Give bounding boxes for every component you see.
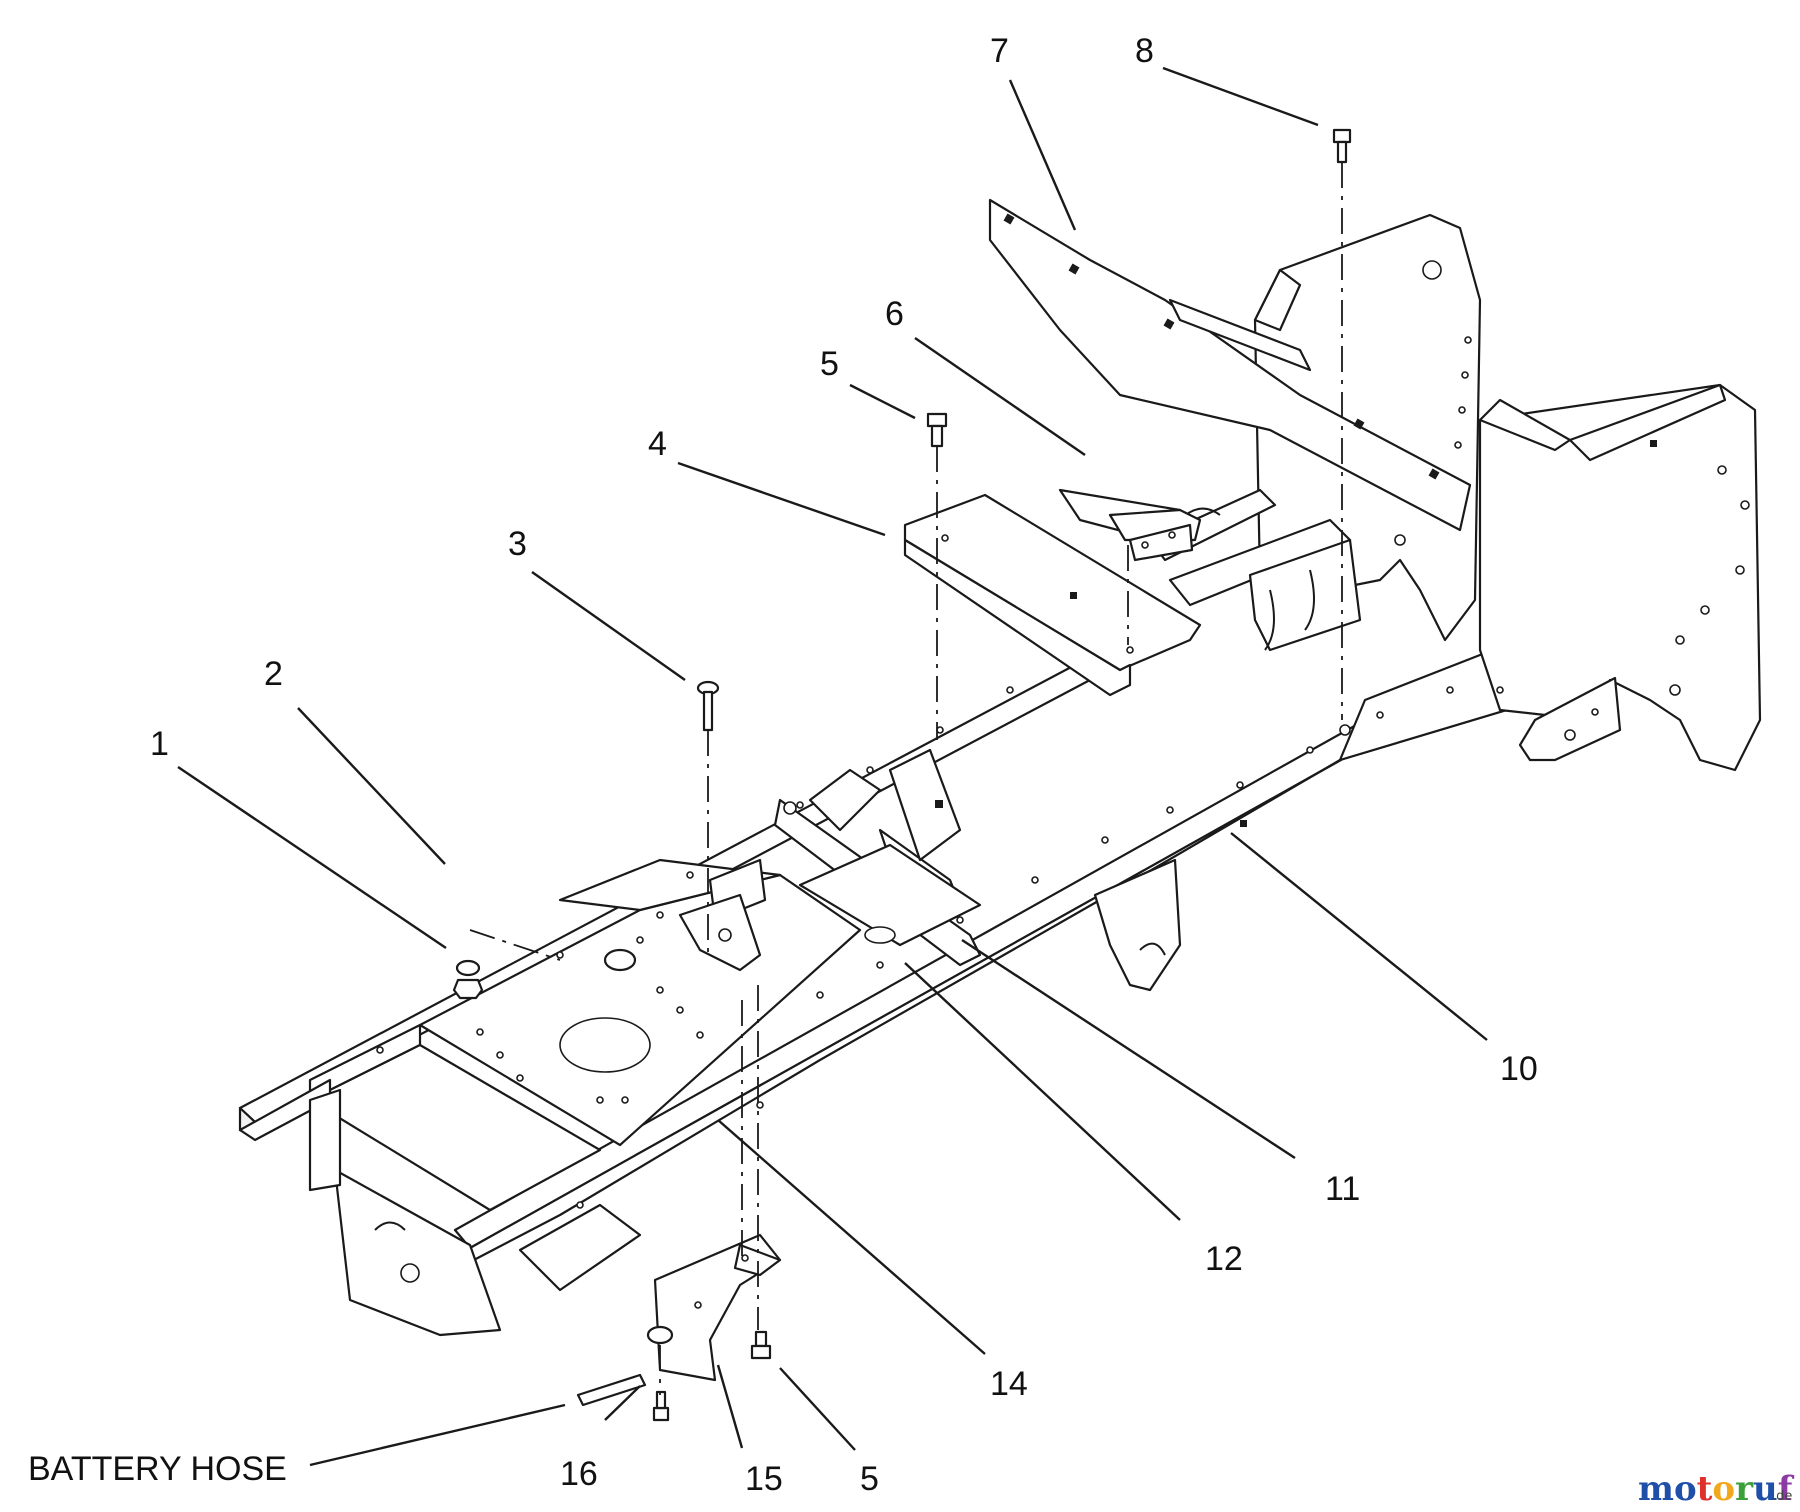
callout-4: 4 bbox=[648, 425, 667, 463]
leader-lines bbox=[177, 66, 1488, 1467]
callout-12: 12 bbox=[1205, 1240, 1243, 1278]
clip-16 bbox=[646, 1325, 674, 1422]
wm-suffix: .de bbox=[1772, 1489, 1792, 1504]
battery-hose-label: BATTERY HOSE bbox=[28, 1450, 287, 1488]
callout-6: 6 bbox=[885, 295, 904, 333]
battery-hose bbox=[576, 1373, 647, 1407]
wm-letter: t bbox=[1697, 1469, 1713, 1509]
watermark-logo: motoruf .de bbox=[1638, 1469, 1795, 1509]
wm-letter: o bbox=[1712, 1469, 1735, 1509]
callout-15: 15 bbox=[745, 1460, 783, 1498]
callout-8: 8 bbox=[1135, 32, 1154, 70]
callout-7: 7 bbox=[990, 32, 1009, 70]
bolt-5-lower bbox=[750, 1330, 772, 1360]
callout-5-upper: 5 bbox=[820, 345, 839, 383]
callout-11: 11 bbox=[1325, 1170, 1360, 1208]
part-4-seat-plate bbox=[903, 493, 1202, 697]
wm-letter: o bbox=[1674, 1469, 1697, 1509]
bolt-8 bbox=[1332, 128, 1352, 164]
nut-1 bbox=[452, 978, 484, 1000]
wm-letter: r bbox=[1735, 1469, 1754, 1509]
assembly-lines bbox=[469, 162, 1343, 1395]
wm-letter: u bbox=[1753, 1469, 1778, 1509]
wm-letter: f bbox=[1778, 1469, 1795, 1509]
callout-3: 3 bbox=[508, 525, 527, 563]
bolt-5-upper bbox=[926, 412, 948, 448]
part-15-battery-bracket bbox=[653, 1233, 782, 1382]
callout-10: 10 bbox=[1500, 1050, 1538, 1088]
callout-14: 14 bbox=[990, 1365, 1028, 1403]
wm-letter: m bbox=[1638, 1469, 1674, 1509]
rear-tower bbox=[1253, 213, 1762, 772]
washer-2 bbox=[455, 959, 481, 977]
callouts: 7 8 6 5 4 3 2 1 10 11 12 14 16 15 5 BATT… bbox=[28, 32, 1538, 1498]
svg-text:motoruf: motoruf bbox=[1638, 1469, 1795, 1509]
lower-side-bracket bbox=[1093, 858, 1182, 992]
front-lower-structure bbox=[238, 1023, 642, 1337]
callout-5-lower: 5 bbox=[860, 1460, 879, 1498]
part-7-upper-plate bbox=[988, 198, 1472, 532]
fasteners bbox=[452, 128, 1352, 1422]
callout-2: 2 bbox=[264, 655, 283, 693]
callout-16: 16 bbox=[560, 1455, 598, 1493]
callout-1: 1 bbox=[150, 725, 169, 763]
bolt-3 bbox=[696, 680, 720, 732]
part-6-bracket bbox=[1058, 488, 1202, 562]
